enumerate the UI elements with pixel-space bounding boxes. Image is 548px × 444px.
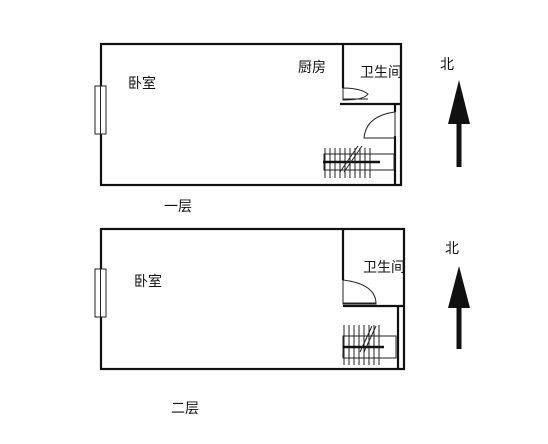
floor-1-bathroom-label: 卫生间 bbox=[360, 65, 402, 81]
floor-1-plan: 卧室 厨房 卫生间 一层 北 bbox=[94, 42, 470, 215]
floor-1-door-1 bbox=[342, 87, 369, 101]
floor-1-outer-wall bbox=[99, 42, 403, 187]
floor-2-door bbox=[342, 279, 377, 305]
floor-2-north-label: 北 bbox=[445, 241, 459, 257]
floor-1-stairs bbox=[323, 145, 395, 178]
floor-2-plan: 卧室 卫生间 二层 北 bbox=[94, 227, 470, 417]
floor-1-bedroom-label: 卧室 bbox=[128, 75, 156, 92]
floor-2-title: 二层 bbox=[171, 401, 199, 417]
floor-1-compass: 北 bbox=[440, 57, 470, 167]
floor-1-door-2 bbox=[363, 111, 396, 139]
north-arrow-icon bbox=[448, 80, 470, 124]
floor-2-bathroom-label: 卫生间 bbox=[363, 260, 405, 276]
floor-2-bedroom-label: 卧室 bbox=[134, 273, 162, 290]
floor-1-title: 一层 bbox=[164, 199, 192, 215]
floor-2-stairs bbox=[342, 325, 397, 365]
floor-1-kitchen-label: 厨房 bbox=[298, 60, 326, 76]
north-arrow-icon bbox=[448, 266, 470, 308]
floor-2-compass: 北 bbox=[445, 241, 470, 349]
floor-1-north-label: 北 bbox=[440, 57, 454, 73]
